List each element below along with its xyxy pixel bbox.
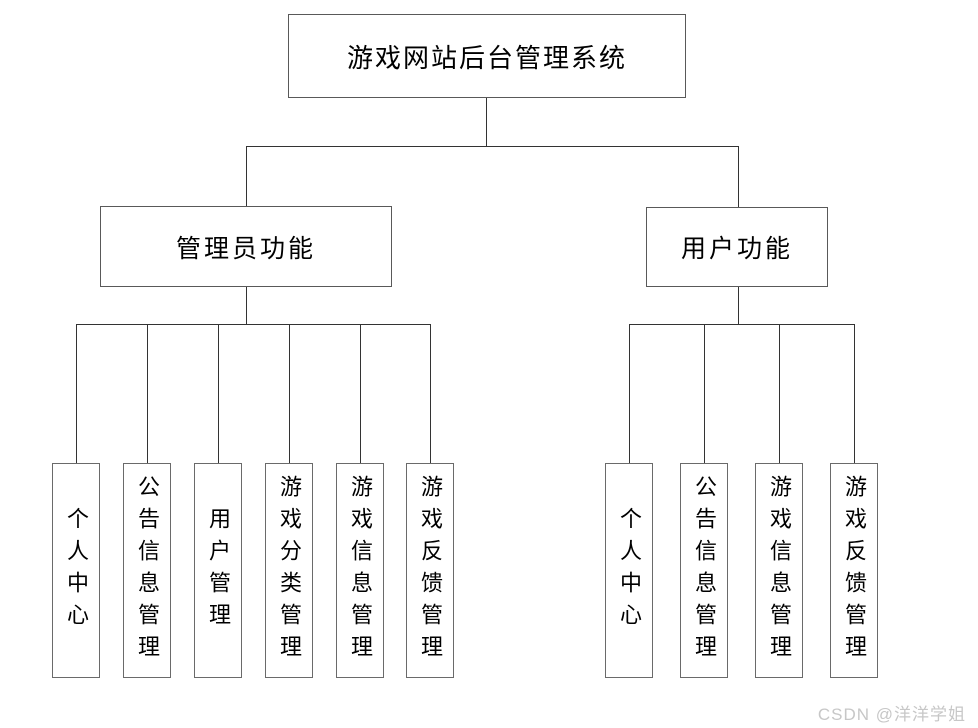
node-leaf-user-announcement-mgmt: 公告信息管理 xyxy=(680,463,728,678)
connector-admin-bus xyxy=(76,324,431,325)
leaf-label: 游戏信息管理 xyxy=(767,474,792,667)
node-root: 游戏网站后台管理系统 xyxy=(288,14,686,98)
node-leaf-admin-game-category-mgmt: 游戏分类管理 xyxy=(265,463,313,678)
leaf-label: 个人中心 xyxy=(64,506,89,635)
leaf-label: 个人中心 xyxy=(617,506,642,635)
node-leaf-user-personal-center: 个人中心 xyxy=(605,463,653,678)
node-admin-label: 管理员功能 xyxy=(175,234,316,263)
leaf-label: 游戏分类管理 xyxy=(277,474,302,667)
connector-user-bus xyxy=(629,324,854,325)
leaf-label: 公告信息管理 xyxy=(135,474,160,667)
node-leaf-admin-announcement-mgmt: 公告信息管理 xyxy=(123,463,171,678)
node-admin-functions: 管理员功能 xyxy=(100,206,392,287)
connector-admin-leaf-3 xyxy=(289,324,290,463)
connector-user-drop xyxy=(738,287,739,324)
node-leaf-user-game-info-mgmt: 游戏信息管理 xyxy=(755,463,803,678)
connector-admin-stem xyxy=(246,146,247,206)
connector-admin-leaf-1 xyxy=(147,324,148,463)
node-leaf-admin-game-feedback-mgmt: 游戏反馈管理 xyxy=(406,463,454,678)
node-root-label: 游戏网站后台管理系统 xyxy=(346,42,627,73)
connector-user-leaf-3 xyxy=(854,324,855,463)
node-user-label: 用户功能 xyxy=(680,235,793,263)
node-leaf-admin-personal-center: 个人中心 xyxy=(52,463,100,678)
connector-admin-leaf-5 xyxy=(430,324,431,463)
node-leaf-admin-game-info-mgmt: 游戏信息管理 xyxy=(336,463,384,678)
connector-user-stem xyxy=(738,146,739,207)
node-leaf-user-game-feedback-mgmt: 游戏反馈管理 xyxy=(830,463,878,678)
connector-user-leaf-2 xyxy=(779,324,780,463)
node-user-functions: 用户功能 xyxy=(646,207,828,287)
connector-admin-leaf-2 xyxy=(218,324,219,463)
connector-level1-bus xyxy=(246,146,739,147)
leaf-label: 公告信息管理 xyxy=(692,474,717,667)
leaf-label: 游戏信息管理 xyxy=(348,474,373,667)
leaf-label: 用户管理 xyxy=(206,506,231,635)
connector-root-stem xyxy=(486,98,487,146)
connector-admin-leaf-4 xyxy=(360,324,361,463)
leaf-label: 游戏反馈管理 xyxy=(842,474,867,667)
connector-user-leaf-1 xyxy=(704,324,705,463)
connector-admin-drop xyxy=(246,287,247,324)
connector-admin-leaf-0 xyxy=(76,324,77,463)
node-leaf-admin-user-mgmt: 用户管理 xyxy=(194,463,242,678)
leaf-label: 游戏反馈管理 xyxy=(418,474,443,667)
csdn-watermark: CSDN @洋洋学姐 xyxy=(817,705,966,724)
connector-user-leaf-0 xyxy=(629,324,630,463)
